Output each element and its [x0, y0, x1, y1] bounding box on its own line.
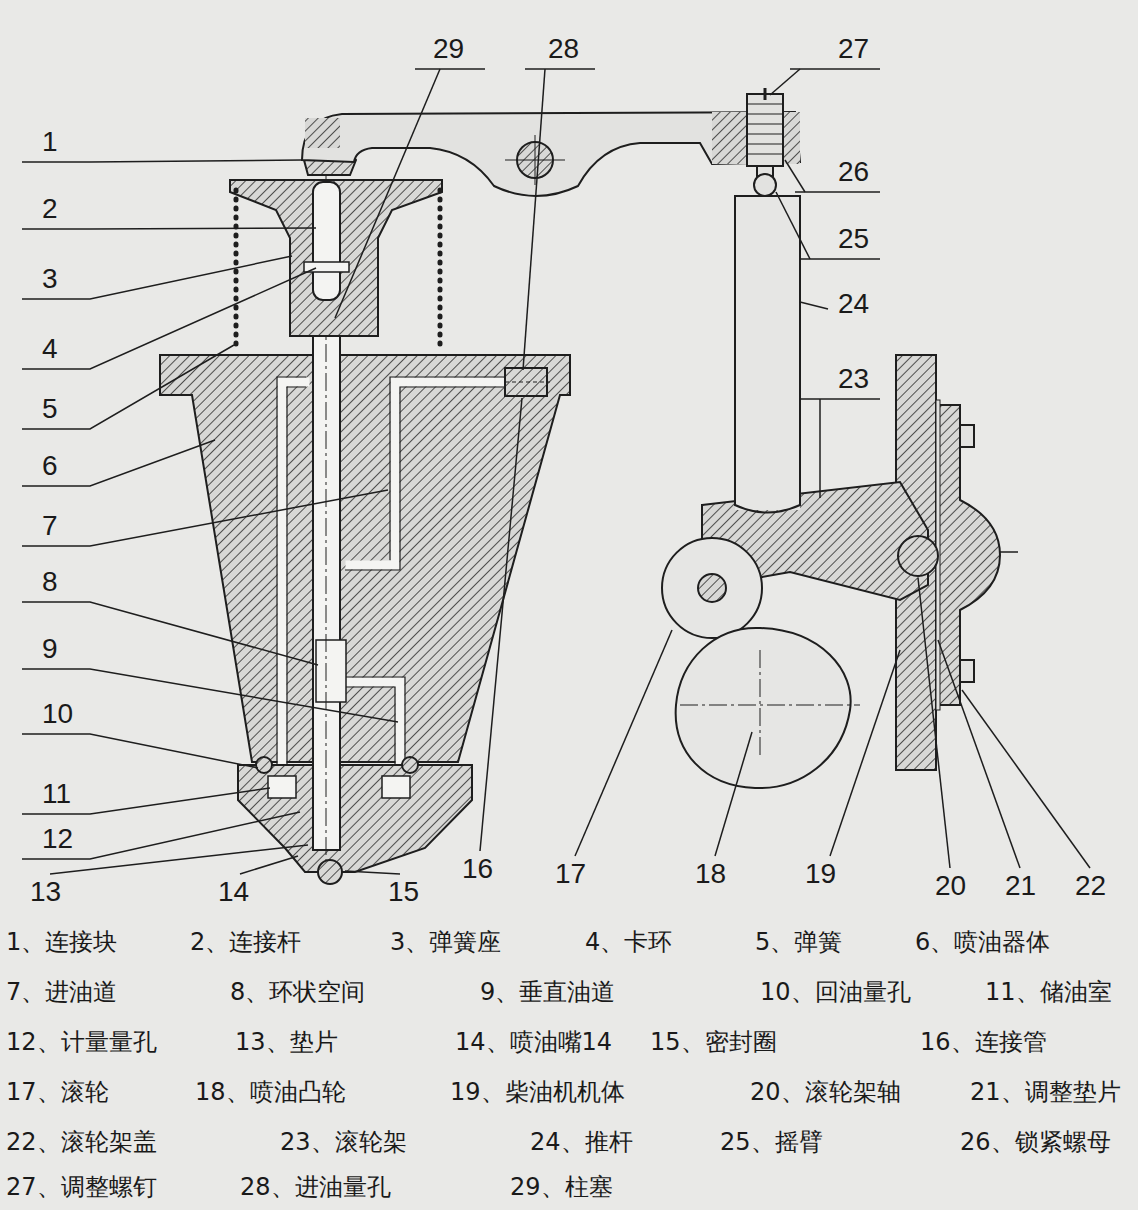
part-list-entry: 21、调整垫片 [970, 1080, 1121, 1104]
spring [234, 190, 239, 352]
callout-number: 6 [42, 452, 58, 480]
callout-number: 2 [42, 195, 58, 223]
part-list-entry: 6、喷油器体 [915, 930, 1050, 954]
part-list-entry: 1、连接块 [6, 930, 117, 954]
callout-number: 29 [433, 35, 464, 63]
callout-number: 14 [218, 878, 249, 906]
part-list-entry: 5、弹簧 [755, 930, 842, 954]
part-list-entry: 20、滚轮架轴 [750, 1080, 901, 1104]
callout-number: 9 [42, 635, 58, 663]
callout-number: 15 [388, 878, 419, 906]
connecting-rod [313, 182, 340, 300]
callout-number: 5 [42, 395, 58, 423]
part-list-entry: 28、进油量孔 [240, 1175, 391, 1199]
part-list-entry: 19、柴油机机体 [450, 1080, 625, 1104]
part-list-entry: 2、连接杆 [190, 930, 301, 954]
part-list-entry: 13、垫片 [235, 1030, 338, 1054]
part-list-entry: 18、喷油凸轮 [195, 1080, 346, 1104]
callout-number: 20 [935, 872, 966, 900]
adjusting-screw [747, 94, 783, 166]
part-list-entry: 11、储油室 [985, 980, 1112, 1004]
part-list-entry: 17、滚轮 [6, 1080, 109, 1104]
part-list-entry: 29、柱塞 [510, 1175, 613, 1199]
part-list-entry: 26、锁紧螺母 [960, 1130, 1111, 1154]
part-list-entry: 16、连接管 [920, 1030, 1047, 1054]
callout-number: 16 [462, 855, 493, 883]
roller-frame-shaft [898, 536, 938, 576]
callout-number: 11 [42, 780, 71, 808]
callout-number: 26 [838, 158, 869, 186]
callout-number: 13 [30, 878, 61, 906]
callout-number: 8 [42, 568, 58, 596]
callout-number: 3 [42, 265, 58, 293]
part-list-entry: 12、计量量孔 [6, 1030, 157, 1054]
part-list-entry: 27、调整螺钉 [6, 1175, 157, 1199]
callout-number: 28 [548, 35, 579, 63]
spring-seat [230, 180, 442, 336]
callout-number: 25 [838, 225, 869, 253]
roller [662, 538, 762, 638]
part-list-entry: 15、密封圈 [650, 1030, 777, 1054]
part-list-entry: 9、垂直油道 [480, 980, 615, 1004]
rocker-arm [302, 112, 800, 196]
callout-number: 21 [1005, 872, 1036, 900]
part-list-entry: 22、滚轮架盖 [6, 1130, 157, 1154]
part-list-entry: 23、滚轮架 [280, 1130, 407, 1154]
annular-space [316, 640, 346, 702]
callout-number: 12 [42, 825, 73, 853]
injector-body [160, 355, 570, 762]
part-list-entry: 24、推杆 [530, 1130, 633, 1154]
part-list-entry: 10、回油量孔 [760, 980, 911, 1004]
callout-number: 10 [42, 700, 73, 728]
push-rod [735, 196, 800, 508]
callout-number: 4 [42, 335, 58, 363]
callout-number: 27 [838, 35, 869, 63]
part-list-entry: 8、环状空间 [230, 980, 365, 1004]
part-list-entry: 7、进油道 [6, 980, 117, 1004]
leader-lines [22, 69, 1090, 874]
callout-number: 17 [555, 860, 586, 888]
mechanism [160, 88, 1018, 884]
callout-number: 1 [42, 128, 58, 156]
roller-frame-cover [938, 405, 1000, 705]
callout-number: 7 [42, 512, 58, 540]
callout-number: 24 [838, 290, 869, 318]
plunger [313, 182, 340, 850]
seal-ring [318, 860, 342, 884]
callout-number: 23 [838, 365, 869, 393]
callout-number: 22 [1075, 872, 1106, 900]
part-list-entry: 3、弹簧座 [390, 930, 501, 954]
part-list-entry: 25、摇臂 [720, 1130, 823, 1154]
part-list-entry: 14、喷油嘴14 [455, 1030, 612, 1054]
cam [676, 628, 851, 788]
callout-number: 19 [805, 860, 836, 888]
part-list-entry: 4、卡环 [585, 930, 672, 954]
callout-number: 18 [695, 860, 726, 888]
